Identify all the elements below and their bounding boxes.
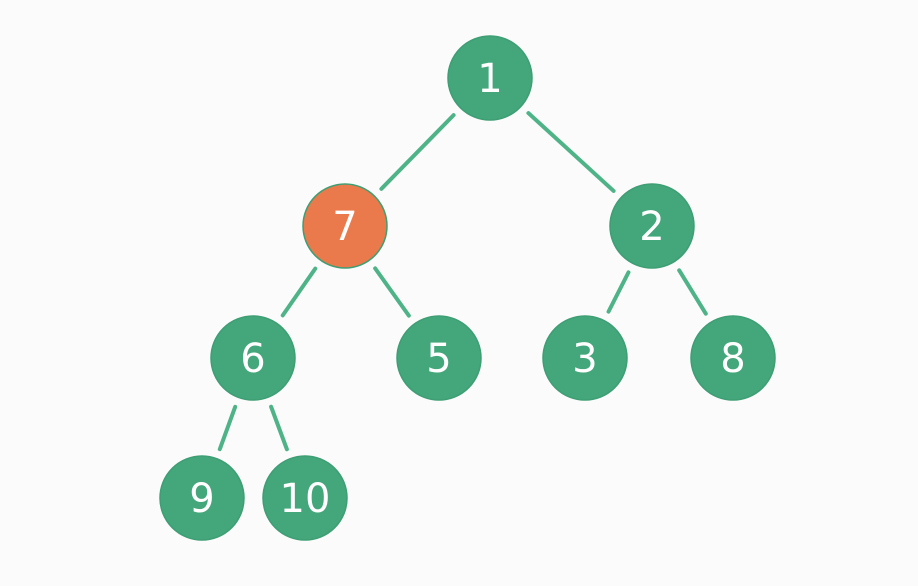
edges-layer bbox=[217, 111, 708, 452]
tree-node-8: 8 bbox=[690, 315, 776, 401]
edge-n2-n3 bbox=[606, 270, 631, 314]
node-circle bbox=[396, 315, 482, 401]
tree-node-7: 7 bbox=[302, 183, 388, 269]
edge-n7-n6 bbox=[280, 266, 318, 318]
tree-node-5: 5 bbox=[396, 315, 482, 401]
edge-n1-n2 bbox=[526, 111, 616, 193]
edge-n6-n10 bbox=[269, 404, 289, 452]
node-label: 7 bbox=[332, 204, 357, 250]
node-label: 5 bbox=[426, 336, 451, 382]
node-label: 2 bbox=[639, 204, 664, 250]
node-circle bbox=[609, 183, 695, 269]
edge-n6-n9 bbox=[217, 404, 238, 452]
tree-node-10: 10 bbox=[262, 455, 348, 541]
nodes-layer: 1 7 2 6 5 3 8 9 10 bbox=[159, 35, 776, 541]
edge-n1-n7 bbox=[379, 113, 456, 191]
tree-node-1: 1 bbox=[447, 35, 533, 121]
edge-n2-n8 bbox=[677, 268, 708, 316]
node-label: 3 bbox=[572, 336, 597, 382]
node-circle bbox=[447, 35, 533, 121]
node-circle bbox=[262, 455, 348, 541]
node-circle bbox=[690, 315, 776, 401]
node-label: 1 bbox=[477, 56, 502, 102]
tree-node-6: 6 bbox=[210, 315, 296, 401]
tree-node-3: 3 bbox=[542, 315, 628, 401]
node-label: 10 bbox=[280, 476, 331, 522]
tree-node-9: 9 bbox=[159, 455, 245, 541]
node-label: 6 bbox=[240, 336, 265, 382]
node-label: 9 bbox=[189, 476, 214, 522]
node-circle bbox=[542, 315, 628, 401]
edge-n7-n5 bbox=[373, 266, 411, 318]
node-label: 8 bbox=[720, 336, 745, 382]
node-circle bbox=[302, 183, 388, 269]
tree-node-2: 2 bbox=[609, 183, 695, 269]
node-circle bbox=[210, 315, 296, 401]
node-circle bbox=[159, 455, 245, 541]
